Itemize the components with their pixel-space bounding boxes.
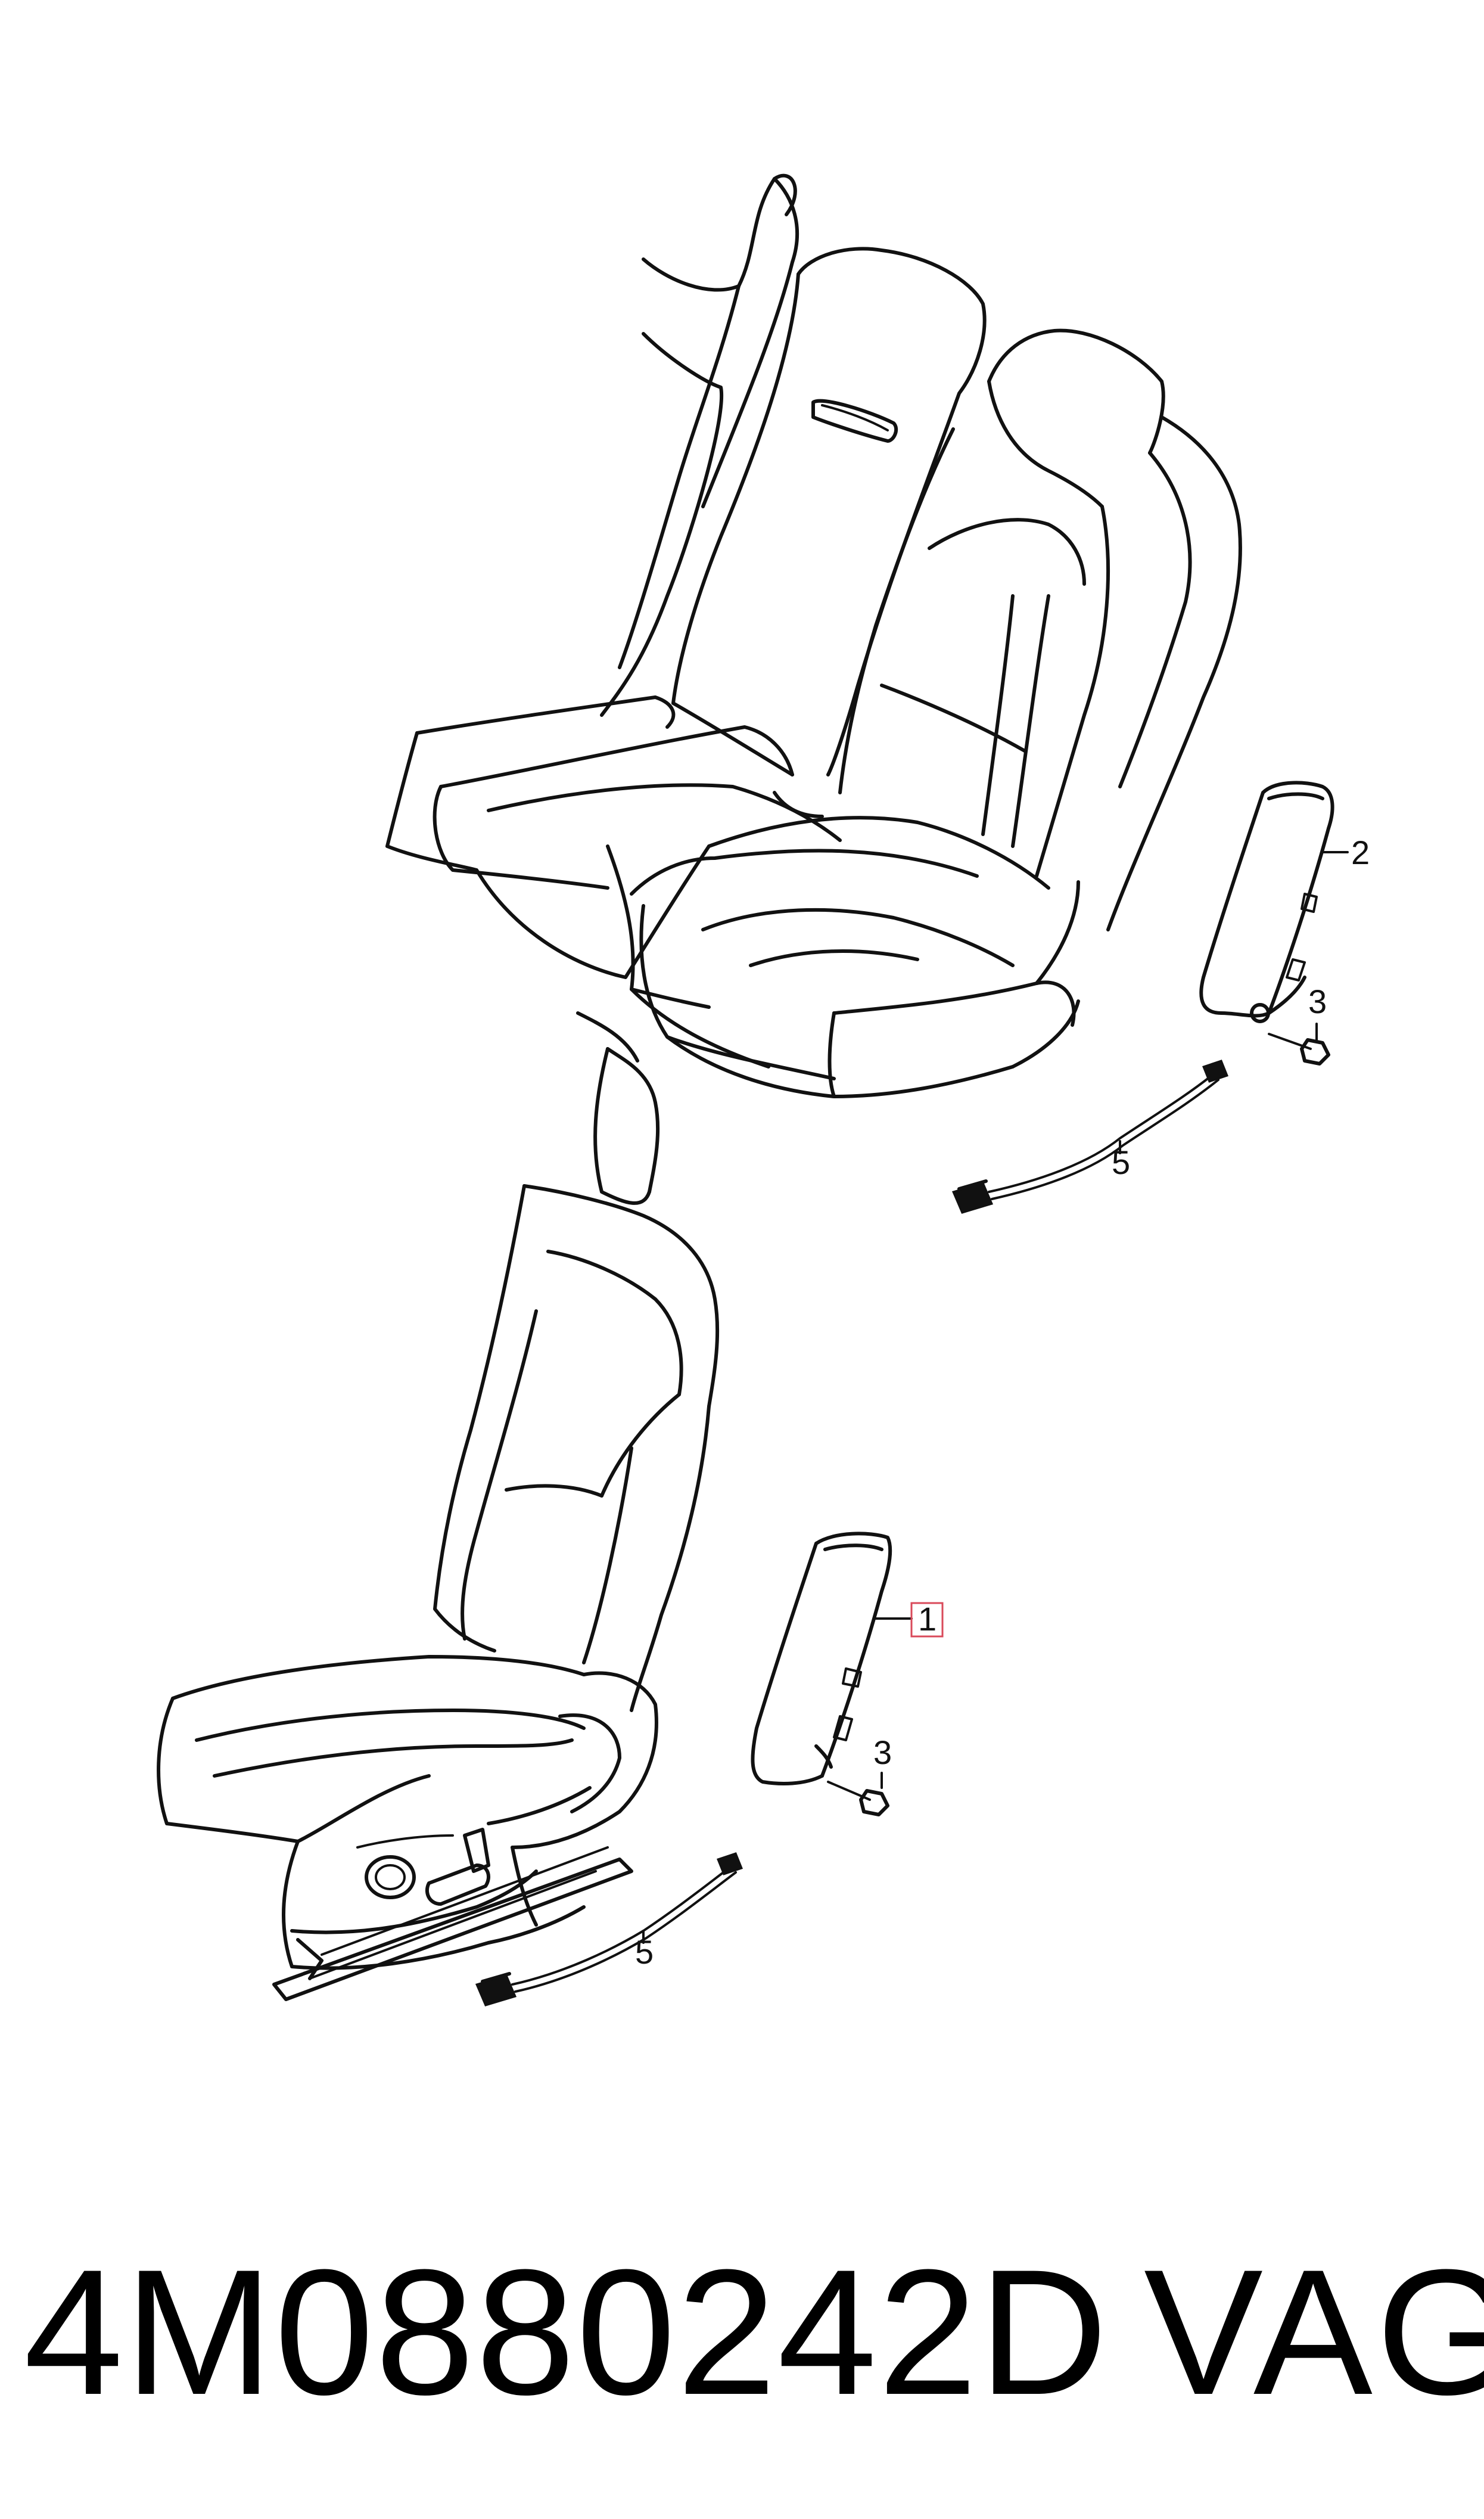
part-3-screw-top[interactable] — [1268, 1023, 1330, 1066]
callout-1-highlight-box — [910, 1602, 944, 1638]
part-number: 4M0880242D — [24, 2232, 1109, 2432]
part-3-screw-bottom[interactable] — [827, 1772, 889, 1816]
callout-number-3-top: 3 — [1308, 983, 1327, 1020]
callout-number-5-bottom: 5 — [635, 1933, 654, 1971]
part-1-front-side-airbag[interactable] — [751, 1532, 892, 1785]
callout-number-1: 1 — [918, 1600, 937, 1638]
rear-bench-seat-illustration — [385, 173, 1242, 1098]
callout-number-5-top: 5 — [1112, 1144, 1130, 1181]
footer: 4M0880242D VAG — [0, 2229, 1484, 2455]
front-seat-illustration — [157, 1011, 720, 2001]
part-5-wiring-harness-top[interactable] — [951, 1060, 1228, 1214]
callout-number-3-bottom: 3 — [873, 1734, 892, 1771]
callout-number-2: 2 — [1351, 834, 1370, 871]
part-2-rear-side-airbag[interactable] — [1199, 781, 1334, 1023]
brand-label: VAG — [1144, 2232, 1484, 2432]
part-5-wiring-harness-bottom[interactable] — [475, 1852, 743, 2006]
